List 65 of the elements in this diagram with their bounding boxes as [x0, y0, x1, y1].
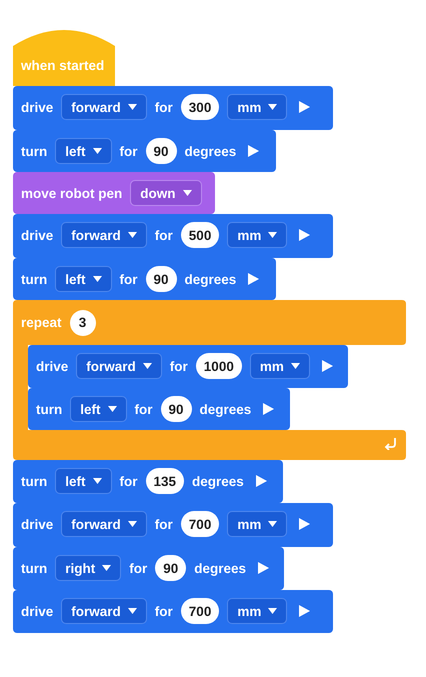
dropdown: forward — [61, 511, 147, 537]
dropdown: forward — [61, 222, 147, 248]
block-label: degrees — [184, 272, 236, 286]
block-label: degrees — [194, 560, 246, 576]
number-field: 90 — [160, 396, 192, 422]
block-label: move robot pen — [21, 186, 122, 200]
block-label: for — [120, 474, 138, 488]
dropdown: forward — [61, 598, 147, 624]
block-label: turn — [21, 474, 48, 488]
dropdown: mm — [227, 94, 288, 120]
block-label: degrees — [184, 144, 236, 158]
code-block — [13, 172, 215, 214]
block-label: repeat — [21, 315, 62, 330]
code-block — [13, 86, 333, 130]
number-field: 700 — [180, 511, 220, 537]
dropdown: mm — [250, 353, 310, 379]
block-label: drive — [21, 516, 54, 532]
block-label: turn — [21, 560, 48, 576]
block-label: degrees — [200, 402, 252, 416]
block-label: for — [154, 100, 173, 114]
block-label: for — [154, 604, 173, 618]
block-label: drive — [21, 604, 54, 618]
block-label: turn — [21, 272, 48, 286]
number-field: 90 — [155, 555, 186, 581]
number-field: 700 — [180, 598, 220, 624]
number-field: 500 — [180, 222, 220, 248]
block-label: for — [120, 144, 138, 158]
loop-block — [13, 300, 406, 460]
dropdown: left — [55, 138, 112, 164]
code-block — [28, 345, 348, 388]
number-field: 135 — [146, 468, 184, 494]
number-field: 90 — [146, 138, 177, 164]
event-block — [13, 28, 115, 86]
block-label: for — [129, 560, 148, 576]
block-label: drive — [36, 358, 68, 374]
code-block — [13, 460, 283, 503]
number-field: 1000 — [196, 353, 242, 379]
dropdown: mm — [227, 511, 288, 537]
dropdown: mm — [227, 222, 288, 248]
block-label: for — [154, 228, 173, 242]
block-label: drive — [21, 228, 54, 242]
block-label: for — [170, 358, 188, 374]
dropdown: left — [55, 468, 112, 494]
dropdown: right — [55, 555, 122, 581]
dropdown: mm — [227, 598, 288, 624]
block-label: when started — [21, 58, 104, 72]
dropdown: down — [130, 180, 202, 206]
block-label: drive — [21, 100, 54, 114]
block-label: turn — [21, 144, 48, 158]
dropdown: forward — [76, 353, 162, 379]
code-block — [13, 214, 333, 258]
block-label: turn — [36, 402, 62, 416]
code-block — [13, 590, 333, 633]
number-field: 90 — [146, 266, 177, 292]
block-label: degrees — [192, 474, 244, 488]
number-field: 300 — [180, 94, 220, 120]
block-label: for — [134, 402, 152, 416]
dropdown: left — [55, 266, 112, 292]
code-block — [13, 130, 276, 172]
code-block — [28, 388, 290, 430]
block-label: for — [154, 516, 173, 532]
code-block — [13, 258, 276, 300]
dropdown: forward — [61, 94, 147, 120]
block-label: for — [120, 272, 138, 286]
dropdown: left — [70, 396, 126, 422]
